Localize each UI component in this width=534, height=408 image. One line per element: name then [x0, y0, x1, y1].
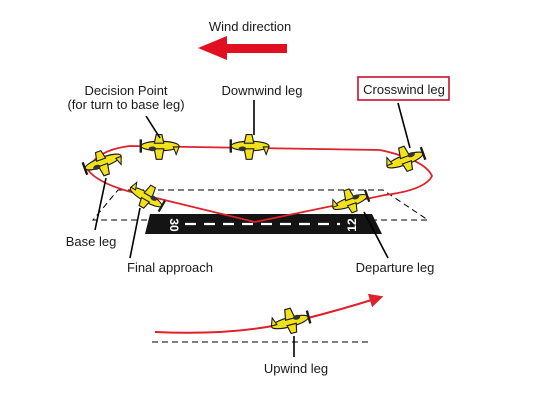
label-final-approach: Final approach: [127, 260, 213, 275]
label-crosswind-leg: Crosswind leg: [363, 82, 445, 97]
crosswind-highlight-box: [357, 76, 450, 101]
leader-crosswind: [397, 102, 411, 149]
label-base-leg: Base leg: [66, 234, 117, 249]
airplane-icon: [382, 139, 429, 178]
leader-departure: [363, 211, 389, 259]
leader-final: [129, 207, 141, 259]
label-decision-point: Decision Point: [84, 83, 167, 98]
label-decision-point-sub: (for turn to base leg): [67, 97, 184, 112]
leader-base: [94, 177, 107, 231]
traffic-pattern-path: [86, 145, 433, 223]
leader-decision-point: [145, 115, 161, 139]
airplane-icon: [267, 303, 314, 339]
airplane-icon: [229, 134, 270, 160]
label-departure-leg: Departure leg: [356, 260, 435, 275]
upwind-path: [154, 293, 384, 334]
label-upwind-leg: Upwind leg: [264, 361, 328, 376]
wind-direction-label: Wind direction: [209, 19, 291, 34]
airplane-icon: [124, 176, 170, 217]
airplane-icon: [79, 144, 126, 183]
runway-number-far: 12: [345, 218, 359, 232]
label-downwind-leg: Downwind leg: [222, 83, 303, 98]
runway-number-near: 30: [167, 218, 181, 232]
wind-arrow: [198, 36, 287, 60]
